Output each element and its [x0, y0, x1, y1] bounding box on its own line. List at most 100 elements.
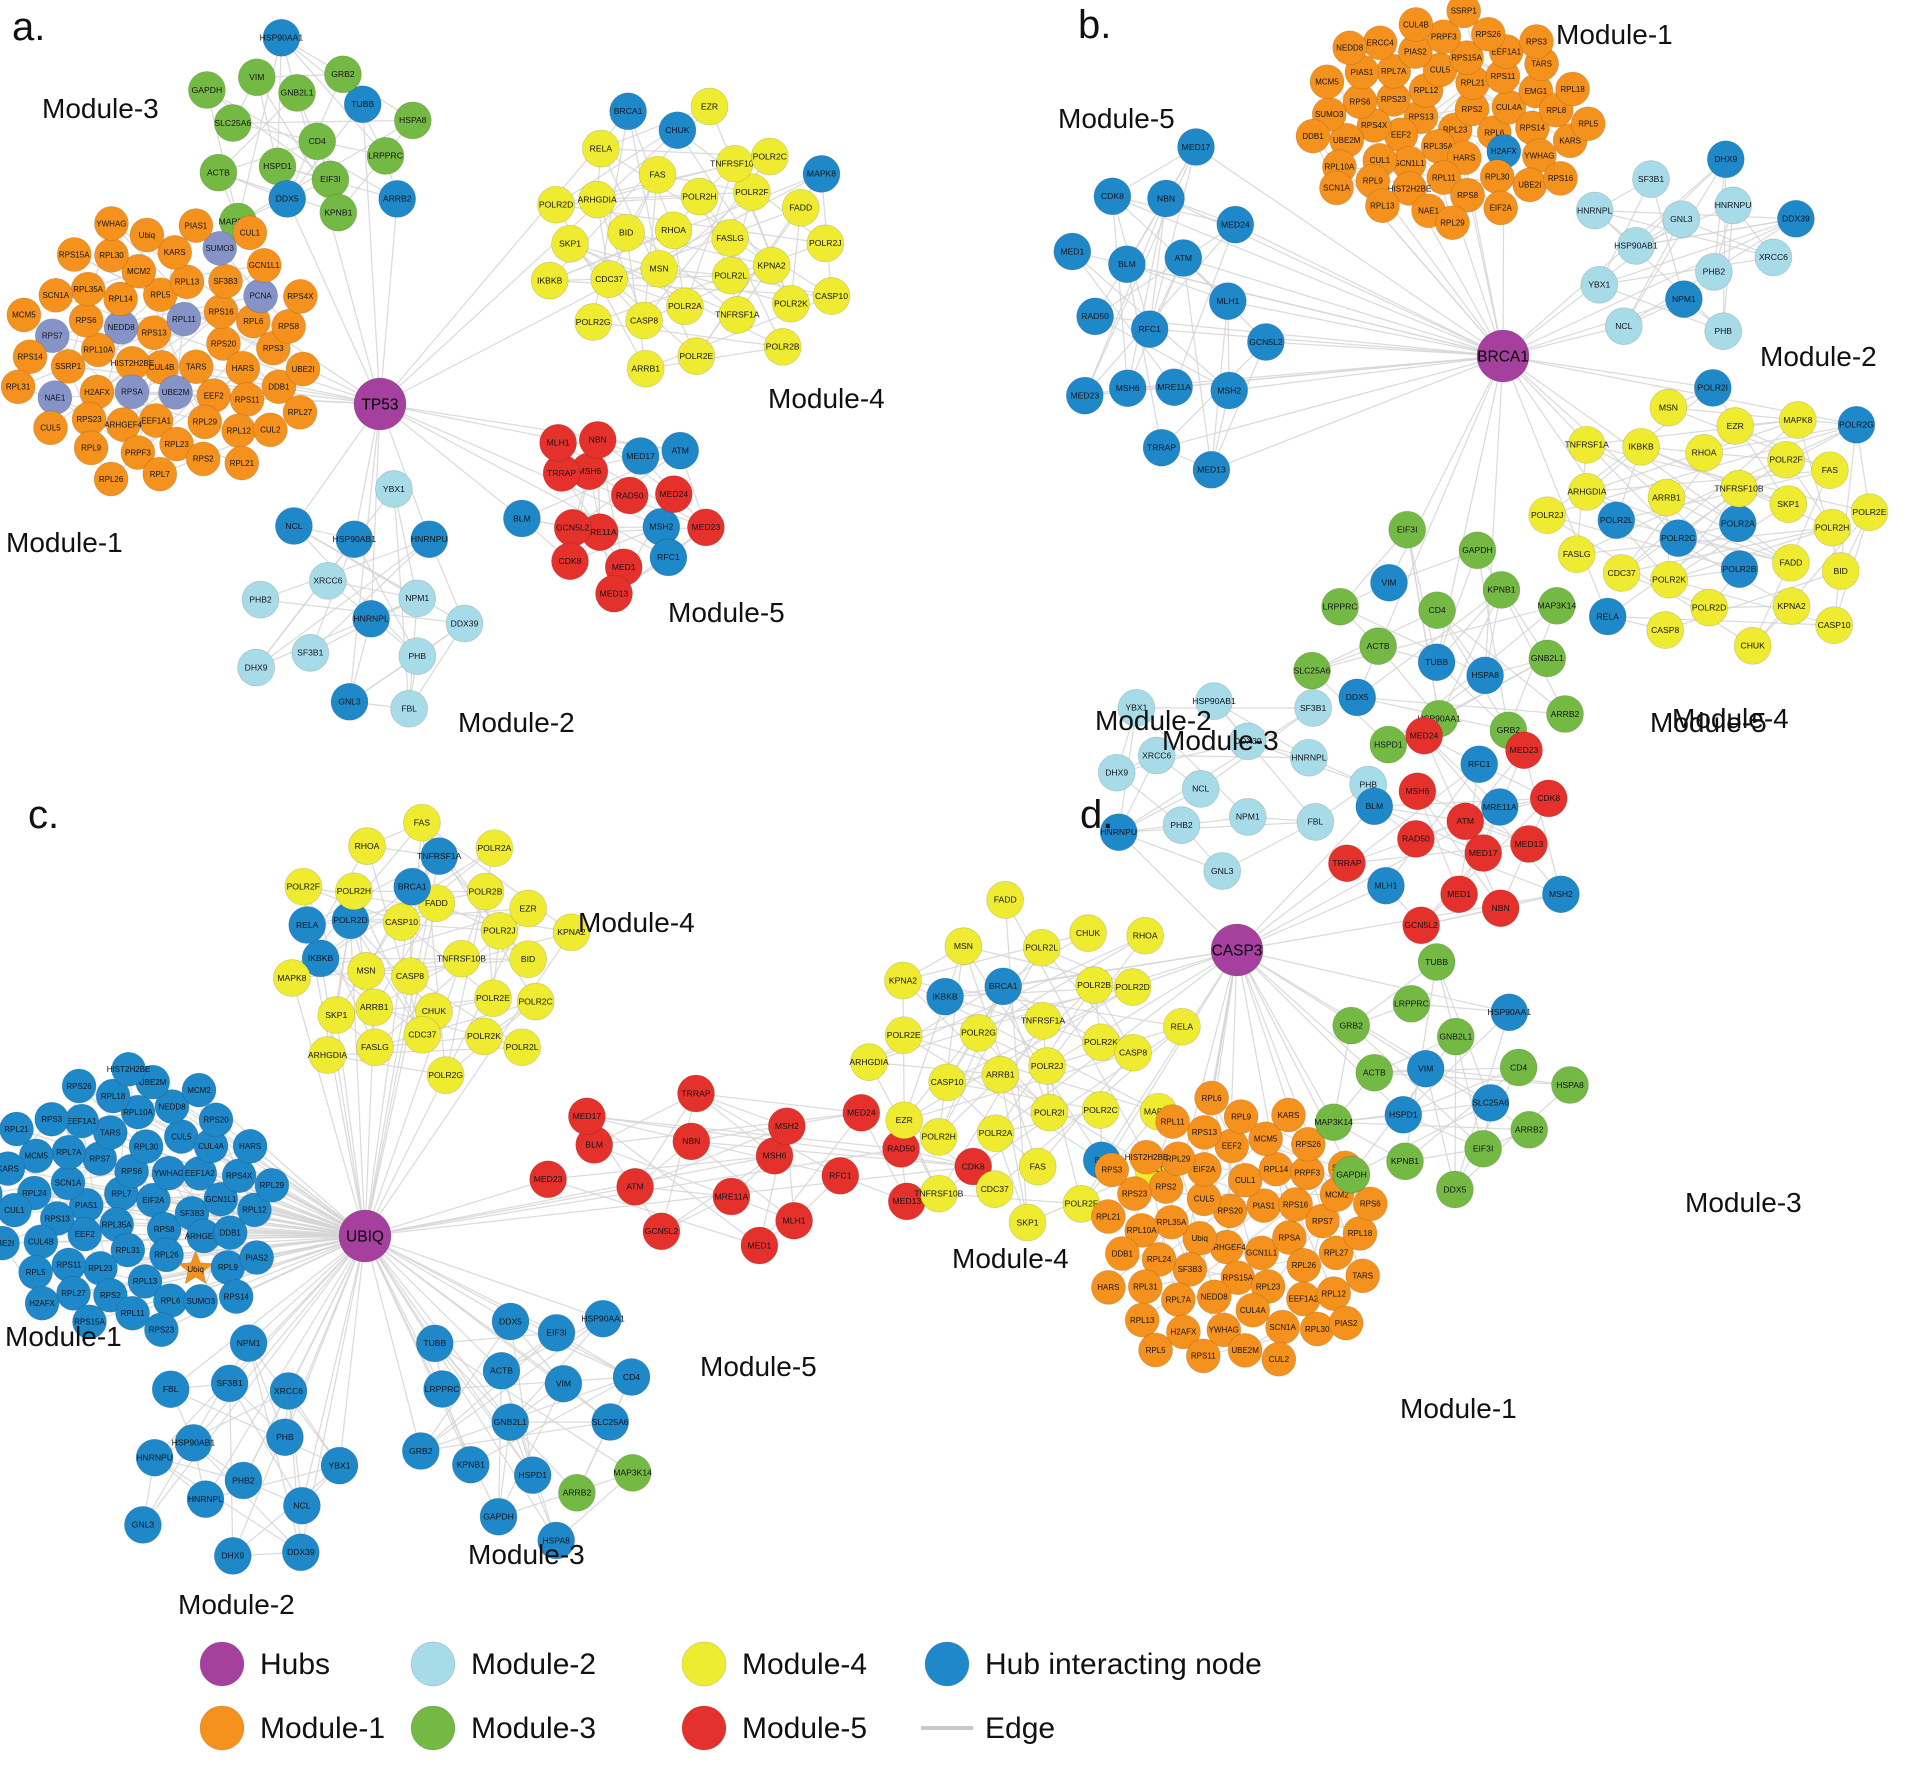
node-circle [56, 237, 92, 272]
node-POLR2K: POLR2K [465, 1017, 503, 1056]
node-RPSA: RPSA [114, 374, 150, 410]
edge [1385, 763, 1480, 887]
node-circle [1557, 535, 1596, 574]
node-CDK8: CDK8 [1529, 779, 1568, 818]
edge [1547, 514, 1740, 570]
node-circle [237, 58, 276, 97]
node-circle [1685, 434, 1723, 472]
edge [510, 1320, 632, 1378]
node-circle [221, 1158, 257, 1194]
node-RPL9: RPL9 [1223, 1099, 1259, 1134]
node-circle [390, 689, 428, 728]
node-circle [1114, 1033, 1152, 1072]
node-circle [12, 339, 48, 375]
node-ATM: ATM [1164, 239, 1203, 277]
module-label-a-module-3: Module-3 [42, 93, 159, 124]
node-KPNA2: KPNA2 [884, 961, 922, 1000]
node-RPL29: RPL29 [1160, 1141, 1196, 1177]
node-TRRAP: TRRAP [1328, 844, 1366, 883]
node-DHX9: DHX9 [237, 648, 275, 687]
node-LRPPRC: LRPPRC [1321, 587, 1359, 626]
node-circle [1117, 1176, 1152, 1211]
node-circle [1299, 1311, 1335, 1347]
node-RPL30: RPL30 [94, 237, 129, 273]
edge [1703, 424, 1857, 454]
node-circle [1617, 227, 1655, 265]
node-circle [0, 1225, 20, 1261]
node-circle [1811, 451, 1849, 490]
node-circle [1172, 1252, 1208, 1287]
node-circle [1318, 1235, 1354, 1271]
edge [1235, 224, 1504, 357]
node-MED1: MED1 [1440, 875, 1478, 914]
node-circle [503, 499, 541, 538]
edge [1046, 949, 1238, 1067]
node-VIM: VIM [1406, 1049, 1445, 1088]
node-RPL30: RPL30 [1299, 1311, 1335, 1347]
node-circle [423, 1370, 461, 1408]
node-circle [1137, 736, 1176, 775]
edge [1236, 885, 1387, 951]
node-RELA: RELA [1163, 1007, 1201, 1046]
edge [364, 1165, 974, 1237]
node-circle [378, 180, 417, 218]
node-SCN1A: SCN1A [1319, 170, 1354, 206]
node-circle [537, 1521, 576, 1560]
node-circle [283, 1486, 321, 1525]
edge [192, 1235, 366, 1444]
node-circle [553, 508, 592, 547]
node-circle [887, 1182, 926, 1221]
edge [1084, 355, 1504, 397]
node-circle [1192, 450, 1231, 489]
node-TUBB: TUBB [1417, 943, 1456, 981]
node-SLC25A6: SLC25A6 [591, 1403, 630, 1441]
edge [946, 1081, 1101, 1111]
node-circle [1695, 253, 1733, 291]
node-circle [105, 407, 141, 442]
node-circle [1294, 689, 1332, 727]
node-circle [335, 872, 373, 911]
node-circle [690, 87, 729, 126]
node-circle [142, 456, 178, 492]
node-RPSA: RPSA [0, 1184, 3, 1204]
node-circle [50, 1165, 86, 1201]
edge [1668, 503, 1789, 581]
edge [248, 1235, 366, 1344]
node-YBX1: YBX1 [320, 1446, 359, 1485]
node-circle [181, 1072, 217, 1108]
edge [600, 105, 710, 150]
node-DDB1: DDB1 [1295, 118, 1331, 154]
node-circle [1065, 376, 1104, 415]
legend-swatch-module5 [681, 1705, 727, 1751]
node-circle [1228, 798, 1267, 836]
node-RPS23: RPS23 [144, 1312, 179, 1348]
node-HSPA8: HSPA8 [1466, 656, 1504, 695]
node-circle [711, 256, 750, 295]
node-MED1: MED1 [740, 1226, 779, 1265]
node-CD4: CD4 [612, 1358, 651, 1396]
edge [1182, 257, 1213, 470]
node-GAPDH: GAPDH [1332, 1155, 1371, 1194]
edge [1236, 949, 1291, 1238]
node-circle [1163, 1007, 1201, 1046]
node-circle [1464, 834, 1503, 872]
node-MAP3K14: MAP3K14 [1314, 1103, 1353, 1142]
node-RPS4X: RPS4X [221, 1158, 257, 1194]
node-MCM5: MCM5 [6, 297, 42, 333]
node-circle [1342, 1216, 1378, 1251]
edge [1404, 1067, 1519, 1162]
node-TNFRSF10B: TNFRSF10B [1714, 469, 1764, 508]
node-MSH2: MSH2 [767, 1107, 806, 1146]
node-circle [975, 1170, 1014, 1208]
node-circle [1528, 496, 1567, 535]
node-circle [1309, 64, 1345, 100]
node-circle [1155, 368, 1193, 407]
node-GNB2L1: GNB2L1 [1436, 1017, 1475, 1056]
node-circle [1767, 440, 1805, 479]
edge [142, 1235, 366, 1526]
edge [470, 1376, 632, 1466]
node-POLR2H: POLR2H [919, 1118, 958, 1156]
node-circle [1352, 1186, 1388, 1222]
node-CDK8: CDK8 [551, 542, 589, 581]
node-circle [568, 1097, 606, 1136]
